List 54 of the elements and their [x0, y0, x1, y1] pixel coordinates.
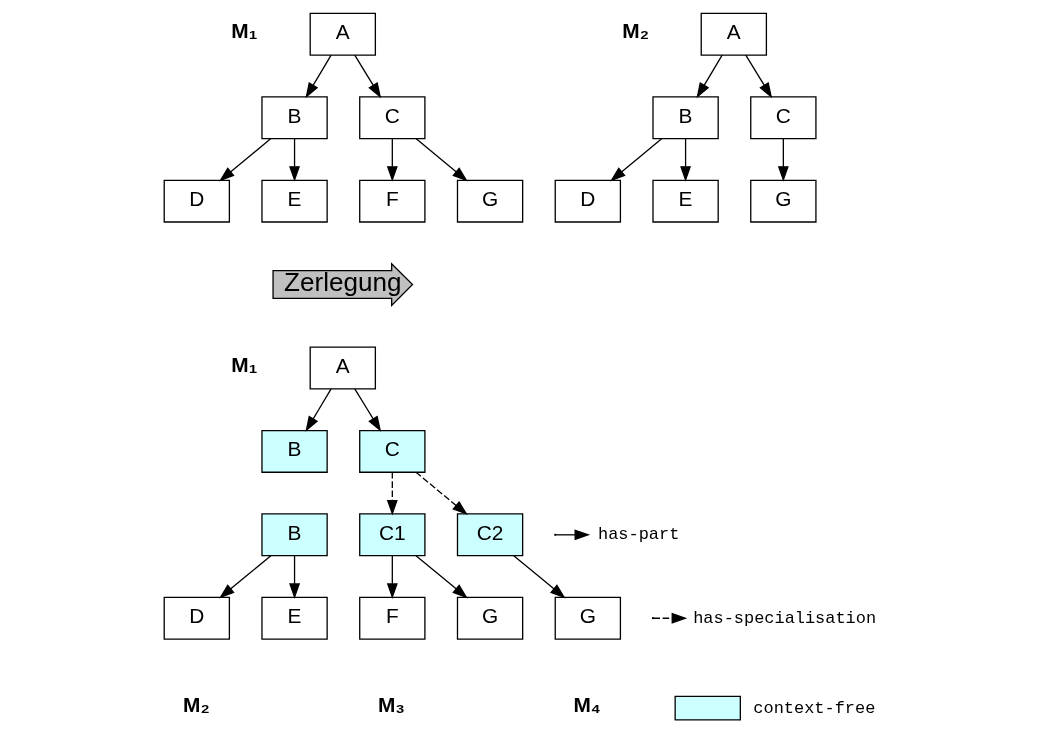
arrow	[680, 137, 692, 182]
arrow	[610, 137, 663, 182]
arrow	[386, 137, 398, 182]
arrow	[219, 137, 272, 182]
arrow	[305, 54, 332, 99]
node-box: G	[456, 596, 524, 640]
node-box: C	[359, 429, 426, 473]
arrow	[354, 54, 382, 99]
label: M₂	[183, 692, 210, 716]
node-box: F	[359, 596, 426, 640]
label: M₂	[622, 18, 649, 42]
legend-label: has-specialisation	[693, 608, 877, 628]
node-box: B	[652, 96, 719, 140]
node-box: B	[261, 429, 328, 473]
node-box: E	[261, 179, 328, 223]
node-box: A	[700, 12, 768, 56]
arrow	[386, 471, 398, 516]
label: M₁	[231, 18, 258, 42]
arrow	[745, 54, 773, 99]
node-box: C1	[359, 513, 426, 557]
node-box: C2	[456, 513, 524, 557]
arrow	[219, 555, 272, 599]
node-box: G	[456, 179, 524, 223]
arrow	[696, 54, 723, 99]
legend-label: context-free	[753, 698, 876, 718]
label: M₃	[377, 692, 405, 716]
arrow	[415, 137, 468, 182]
arrow	[513, 555, 566, 599]
node-box: G	[750, 179, 817, 223]
node-box: B	[261, 513, 328, 557]
arrow	[305, 388, 332, 432]
arrow	[415, 555, 468, 599]
label: M₁	[231, 352, 258, 376]
legend-label: has-part	[598, 525, 680, 545]
node-box: B	[261, 96, 328, 140]
arrow	[289, 555, 301, 599]
node-box: D	[163, 179, 231, 223]
arrow	[777, 137, 789, 182]
arrow	[289, 137, 301, 182]
node-box: D	[554, 179, 622, 223]
node-box: A	[309, 346, 376, 390]
node-box: G	[554, 596, 622, 640]
node-box: E	[652, 179, 719, 223]
node-box: C	[359, 96, 426, 140]
label: Zerlegung	[284, 267, 402, 298]
arrow	[386, 555, 398, 599]
node-box: F	[359, 179, 426, 223]
node-box: D	[163, 596, 231, 640]
label: M₄	[573, 692, 601, 716]
node-box: A	[309, 12, 376, 56]
arrow	[415, 471, 468, 516]
node-box: C	[750, 96, 817, 140]
node-box: E	[261, 596, 328, 640]
arrow	[354, 388, 382, 432]
